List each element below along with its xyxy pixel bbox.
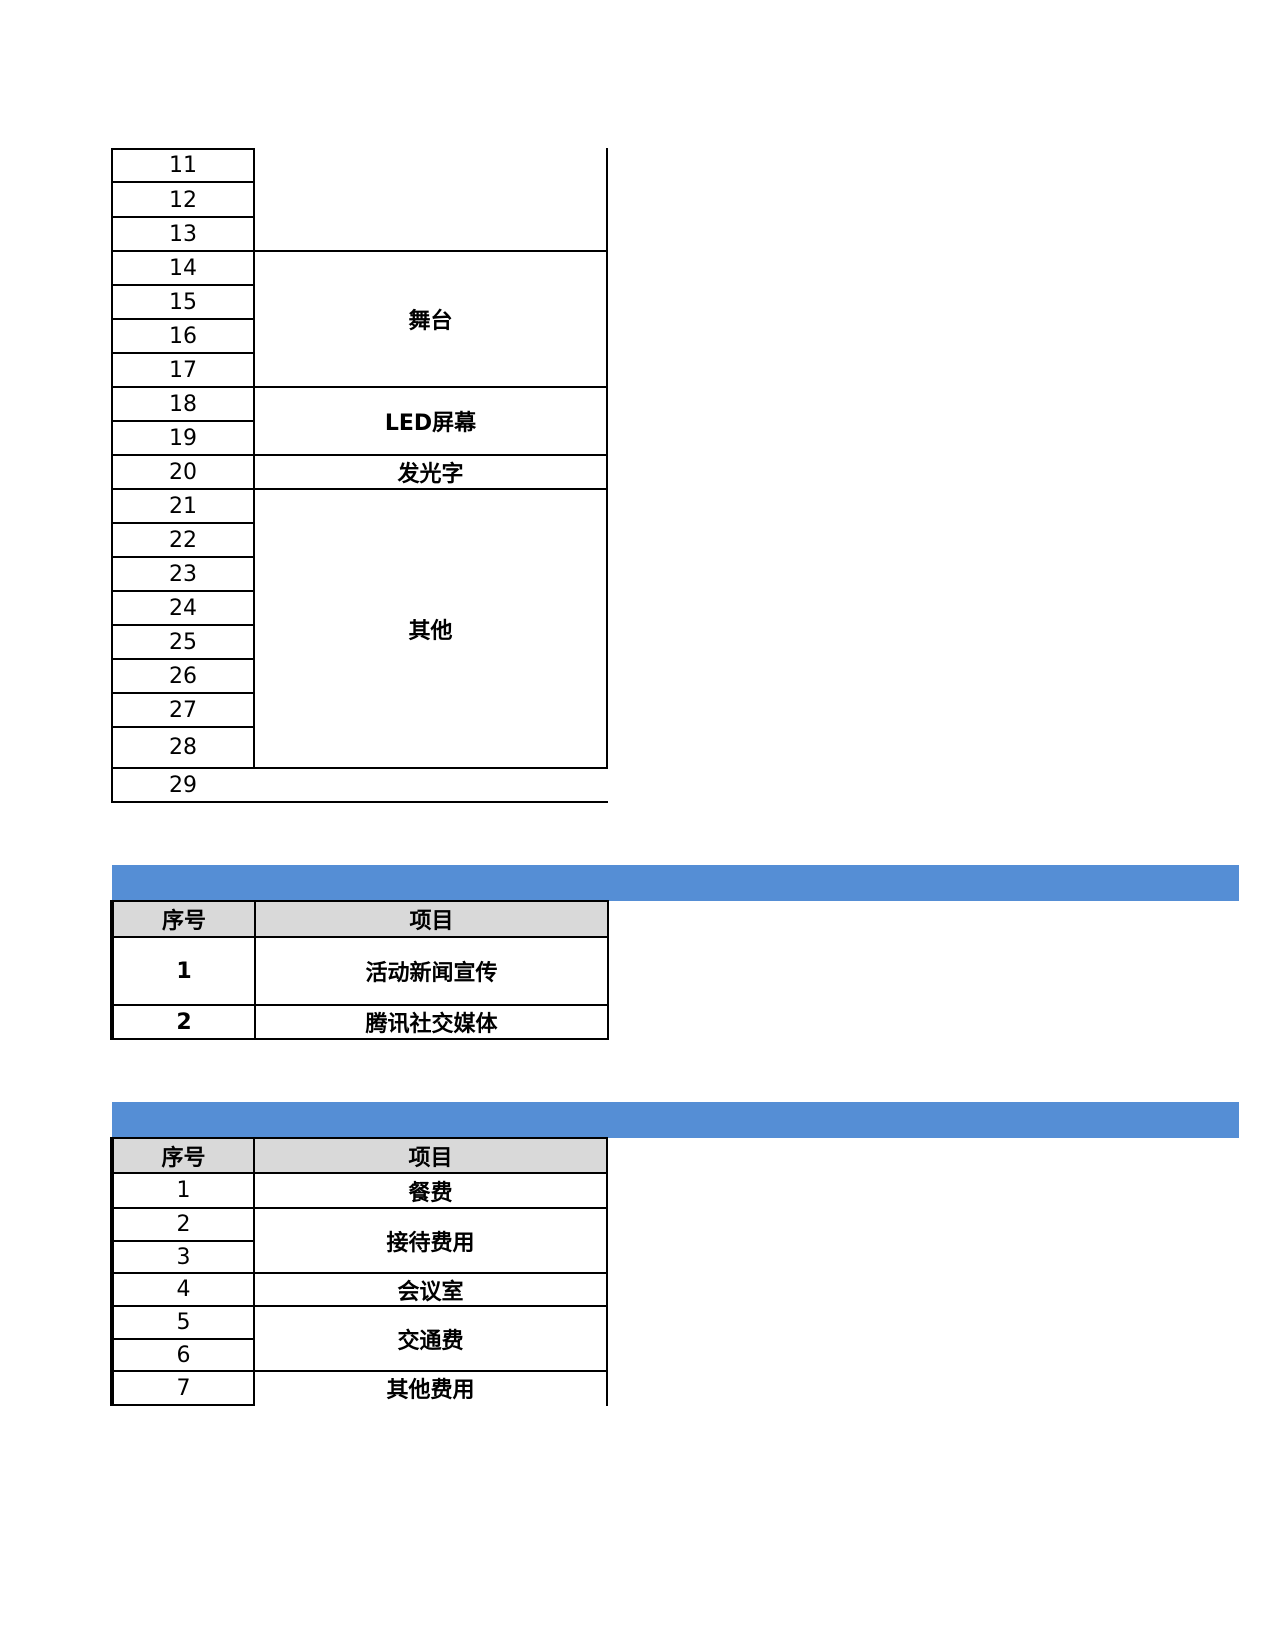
- row-number: 26: [113, 660, 253, 694]
- row-number: 11: [113, 150, 253, 183]
- row-item: 活动新闻宣传: [256, 938, 607, 1006]
- header-item: 项目: [255, 1139, 606, 1174]
- table-3-right-border: [606, 1137, 608, 1406]
- table-2: 序号 项目 1 活动新闻宣传 2 腾讯社交媒体: [110, 900, 609, 1040]
- row-number: 2: [114, 1209, 253, 1242]
- header-item: 项目: [256, 902, 607, 938]
- row-number: 24: [113, 592, 253, 626]
- table-1-top-border: [111, 148, 255, 150]
- row-number: 14: [113, 252, 253, 286]
- row-number: 29: [169, 772, 197, 798]
- row-number: 17: [113, 354, 253, 388]
- table-1-bottom-border: [111, 801, 608, 803]
- row-number: 28: [113, 728, 253, 769]
- table-1-left-border: [111, 148, 113, 803]
- row-number: 2: [114, 1006, 256, 1038]
- row-number: 13: [113, 218, 253, 252]
- row-number: 27: [113, 694, 253, 728]
- row-number: 16: [113, 320, 253, 354]
- row-number: 12: [113, 184, 253, 218]
- item-other-fees: 其他费用: [386, 1378, 475, 1403]
- table-3-col-divider: [253, 1137, 255, 1406]
- row-number: 15: [113, 286, 253, 320]
- table-1-right-border: [606, 148, 608, 769]
- item-meals: 餐费: [255, 1174, 606, 1209]
- row-number: 23: [113, 558, 253, 592]
- row-number: 1: [114, 938, 256, 1006]
- row-number: 3: [114, 1242, 253, 1274]
- item-group-stage: 舞台: [255, 252, 606, 388]
- item-transportation: 交通费: [255, 1307, 606, 1372]
- row-number: 21: [113, 490, 253, 524]
- table-3-left-border: [110, 1137, 114, 1406]
- row-number: 1: [114, 1174, 253, 1209]
- row-number: 20: [113, 456, 253, 490]
- item-reception-fee: 接待费用: [255, 1209, 606, 1274]
- row-number: 7: [176, 1375, 191, 1401]
- header-index: 序号: [114, 902, 256, 938]
- table-3-bottom-border: [110, 1404, 255, 1406]
- row-item: 腾讯社交媒体: [365, 1012, 498, 1037]
- row-number: 5: [114, 1307, 253, 1340]
- row-number: 19: [113, 422, 253, 456]
- item-group-luminous-letters: 发光字: [255, 456, 606, 490]
- section-header-bar: [112, 865, 1239, 901]
- row-number: 6: [114, 1340, 253, 1372]
- item-group-empty: [255, 150, 606, 252]
- table-1-col-divider: [253, 148, 255, 769]
- table-3-top-border: [110, 1137, 608, 1139]
- item-group-led-screen: LED屏幕: [255, 388, 606, 456]
- item-meeting-room: 会议室: [255, 1274, 606, 1307]
- header-index: 序号: [114, 1139, 253, 1174]
- row-number: 22: [113, 524, 253, 558]
- section-header-bar: [112, 1102, 1239, 1138]
- row-number: 25: [113, 626, 253, 660]
- row-number: 18: [113, 388, 253, 422]
- item-group-other: 其他: [255, 490, 606, 769]
- row-number: 4: [114, 1274, 253, 1307]
